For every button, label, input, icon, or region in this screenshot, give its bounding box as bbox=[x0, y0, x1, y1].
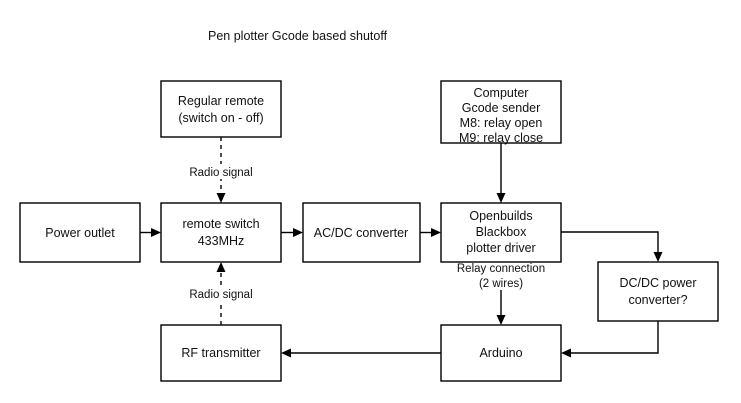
node-power-outlet[interactable]: Power outlet bbox=[19, 202, 141, 263]
edge-openbuilds-to-arduino: Relay connection (2 wires) bbox=[457, 263, 545, 325]
edge-path bbox=[561, 231, 659, 254]
arrow-head-icon bbox=[431, 228, 441, 237]
arrow-head-icon bbox=[496, 193, 506, 203]
openbuilds-label-line-1: Openbuilds bbox=[469, 209, 532, 223]
dcdc-converter-box[interactable] bbox=[597, 261, 719, 322]
edge-openbuilds-to-dcdc bbox=[561, 231, 663, 262]
arrow-head-icon bbox=[151, 228, 161, 237]
node-regular-remote[interactable]: Regular remote (switch on - off) bbox=[160, 80, 282, 138]
arrow-head-icon bbox=[293, 228, 303, 237]
edge-remote-switch-to-acdc bbox=[281, 228, 303, 237]
power-outlet-label: Power outlet bbox=[45, 226, 115, 240]
edge-label-radio-signal-up: Radio signal bbox=[189, 289, 252, 301]
remote-switch-box[interactable] bbox=[160, 202, 282, 263]
remote-switch-label-line-1: remote switch bbox=[182, 217, 259, 231]
computer-box[interactable] bbox=[440, 80, 562, 144]
computer-label-line-2: Gcode sender bbox=[462, 101, 541, 115]
node-arduino[interactable]: Arduino bbox=[440, 324, 562, 382]
rf-transmitter-box[interactable] bbox=[160, 324, 282, 382]
edge-rf-transmitter-to-remote-switch: Radio signal bbox=[179, 262, 263, 325]
edge-power-outlet-to-remote-switch bbox=[140, 228, 161, 237]
edge-label-relay-connection-line-2: (2 wires) bbox=[479, 278, 523, 290]
node-dcdc-converter[interactable]: DC/DC power converter? bbox=[597, 261, 719, 322]
arrow-head-icon bbox=[653, 252, 663, 262]
label-backdrop bbox=[179, 286, 263, 301]
node-rf-transmitter[interactable]: RF transmitter bbox=[160, 324, 282, 382]
rf-transmitter-label: RF transmitter bbox=[181, 346, 260, 360]
node-openbuilds-blackbox[interactable]: Openbuilds Blackbox plotter driver bbox=[440, 202, 562, 263]
dcdc-converter-label-line-1: DC/DC power bbox=[619, 276, 696, 290]
edge-label-radio-signal-down: Radio signal bbox=[189, 167, 252, 179]
node-acdc-converter[interactable]: AC/DC converter bbox=[302, 202, 421, 263]
edge-arduino-to-rf-transmitter bbox=[281, 348, 441, 358]
acdc-converter-box[interactable] bbox=[302, 202, 421, 263]
regular-remote-box[interactable] bbox=[160, 80, 282, 138]
label-backdrop bbox=[179, 164, 263, 179]
edge-label-relay-connection-line-1: Relay connection bbox=[457, 263, 545, 275]
power-outlet-box[interactable] bbox=[19, 202, 141, 263]
edge-regular-remote-to-remote-switch: Radio signal bbox=[179, 137, 263, 203]
arrow-head-icon bbox=[216, 193, 226, 203]
arrow-head-icon bbox=[281, 348, 291, 358]
openbuilds-label-line-2: Blackbox bbox=[476, 225, 527, 239]
edge-path bbox=[569, 321, 659, 354]
regular-remote-label-line-2: (switch on - off) bbox=[178, 111, 263, 125]
regular-remote-label-line-1: Regular remote bbox=[178, 94, 264, 108]
dcdc-converter-label-line-2: converter? bbox=[628, 293, 687, 307]
remote-switch-label-line-2: 433MHz bbox=[198, 234, 245, 248]
node-remote-switch[interactable]: remote switch 433MHz bbox=[160, 202, 282, 263]
edge-computer-to-openbuilds bbox=[496, 143, 506, 203]
computer-label-line-4: M9: relay close bbox=[459, 131, 543, 145]
arduino-label: Arduino bbox=[479, 346, 522, 360]
arrow-head-icon bbox=[496, 315, 506, 325]
edge-acdc-to-openbuilds bbox=[420, 228, 441, 237]
arrow-head-icon bbox=[561, 348, 571, 358]
openbuilds-label-line-3: plotter driver bbox=[466, 241, 535, 255]
acdc-converter-label: AC/DC converter bbox=[314, 226, 408, 240]
edge-dcdc-to-arduino bbox=[561, 321, 659, 358]
computer-label-line-3: M8: relay open bbox=[460, 116, 543, 130]
computer-label-line-1: Computer bbox=[474, 86, 529, 100]
page-title: Pen plotter Gcode based shutoff bbox=[208, 29, 388, 43]
node-computer-gcode-sender[interactable]: Computer Gcode sender M8: relay open M9:… bbox=[440, 80, 562, 145]
arrow-head-icon bbox=[216, 262, 226, 272]
